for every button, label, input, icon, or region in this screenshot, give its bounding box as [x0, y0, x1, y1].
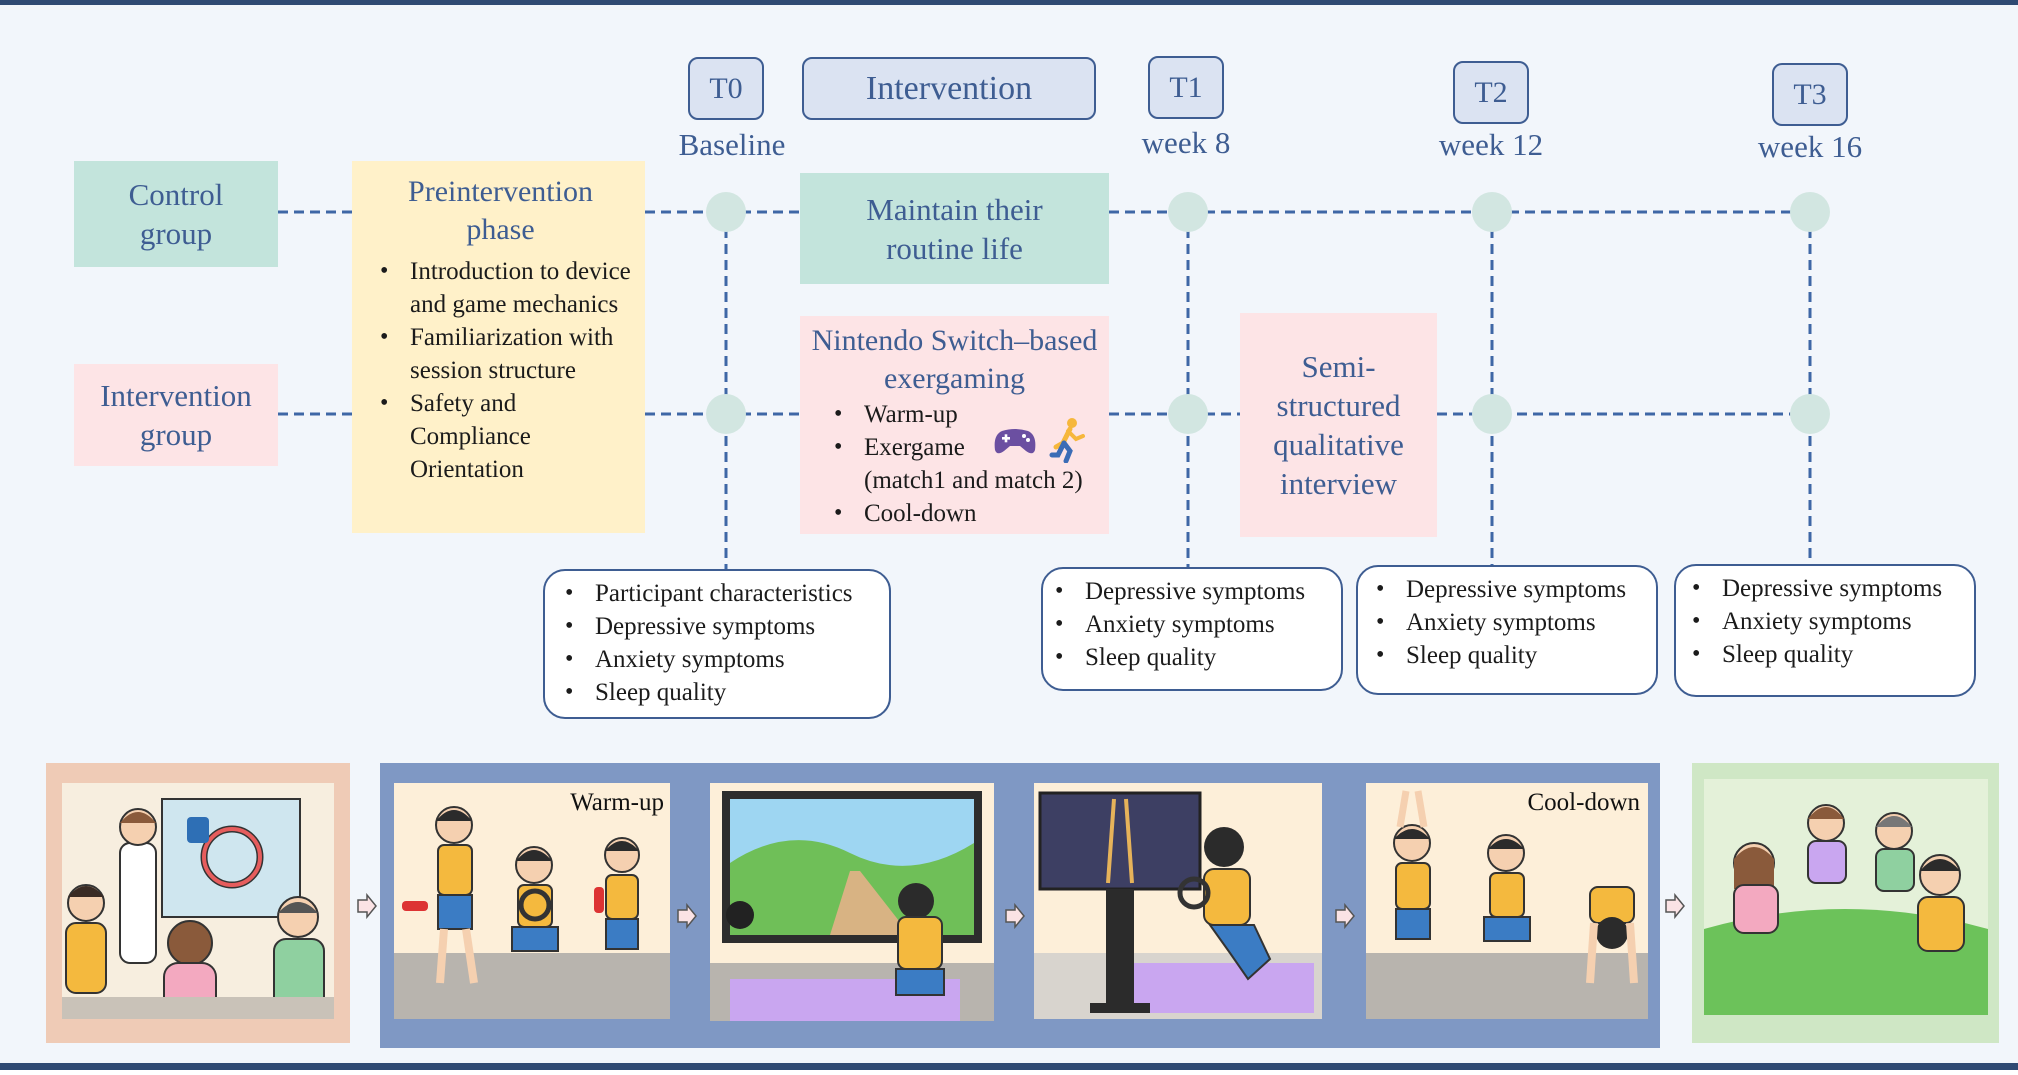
exergaming-item-detail: (match1 and match 2): [864, 467, 1083, 494]
node-t3-control: [1790, 192, 1830, 232]
measure-item: Anxiety symptoms: [1376, 606, 1656, 639]
classroom-illustration: [62, 783, 334, 1019]
timepoint-t2-caption: week 12: [1438, 127, 1544, 162]
interview-label: Semi-structured qualitative interview: [1273, 349, 1404, 501]
timepoint-t3-box: T3: [1772, 63, 1848, 126]
measure-item: Sleep quality: [1692, 638, 1974, 671]
interview-box: Semi-structured qualitative interview: [1240, 313, 1437, 537]
measure-item: Sleep quality: [565, 676, 889, 709]
measure-item: Anxiety symptoms: [565, 643, 889, 676]
cooldown-illustration: Cool-down: [1366, 783, 1648, 1019]
measures-t0-box: Participant characteristics Depressive s…: [543, 569, 891, 719]
measure-item: Sleep quality: [1376, 639, 1656, 672]
measure-item: Sleep quality: [1055, 641, 1341, 674]
arrow-right-icon: [357, 893, 377, 919]
cooldown-label: Cool-down: [1527, 789, 1641, 816]
measure-item: Depressive symptoms: [1692, 572, 1974, 605]
control-activity-label: Maintain their routine life: [866, 191, 1043, 266]
node-t2-intervention: [1472, 394, 1512, 434]
arrow-right-icon: [1665, 893, 1685, 919]
measures-t1-box: Depressive symptoms Anxiety symptoms Sle…: [1041, 567, 1343, 691]
node-t1-intervention: [1168, 394, 1208, 434]
followup-group-illustration: [1704, 779, 1988, 1015]
measure-item: Anxiety symptoms: [1692, 605, 1974, 638]
measure-item: Depressive symptoms: [1055, 575, 1341, 608]
timepoint-t3-caption: week 16: [1757, 129, 1863, 164]
preintervention-title: Preintervention phase: [408, 175, 593, 246]
warmup-label: Warm-up: [570, 789, 664, 816]
gamepad-icon: [994, 429, 1036, 454]
exergaming-item: Warm-up: [834, 398, 1109, 431]
timepoint-t0-box: T0: [688, 57, 764, 120]
node-t0-intervention: [706, 394, 746, 434]
measures-t2-box: Depressive symptoms Anxiety symptoms Sle…: [1356, 565, 1658, 695]
node-t0-control: [706, 192, 746, 232]
measure-item: Depressive symptoms: [565, 610, 889, 643]
preintervention-list: Introduction to device and game mechanic…: [372, 255, 637, 486]
arrow-right-icon: [677, 903, 697, 929]
measures-t3-box: Depressive symptoms Anxiety symptoms Sle…: [1674, 564, 1976, 697]
exergaming-box: Nintendo Switch–based exergaming Warm-up…: [800, 316, 1109, 534]
exergaming-title: Nintendo Switch–based exergaming: [811, 324, 1098, 395]
node-t2-control: [1472, 192, 1512, 232]
timepoint-t1-caption: week 8: [1141, 125, 1231, 160]
exergaming-list: Warm-up Exergame (match1 and match 2) Co…: [800, 398, 1109, 530]
preintervention-item: Safety and Compliance Orientation: [380, 387, 560, 486]
intervention-group-box: Intervention group: [74, 364, 278, 466]
arrow-right-icon: [1335, 903, 1355, 929]
timepoint-t0-caption: Baseline: [678, 127, 786, 162]
warmup-illustration: Warm-up: [394, 783, 670, 1019]
intervention-group-label: Intervention group: [100, 378, 252, 452]
intervention-header: Intervention: [802, 57, 1096, 120]
preintervention-item: Introduction to device and game mechanic…: [380, 255, 637, 321]
running-person-icon: [1049, 418, 1085, 463]
node-t1-control: [1168, 192, 1208, 232]
control-group-box: Control group: [74, 161, 278, 267]
control-group-label: Control group: [128, 177, 224, 251]
exergaming-item: Exergame: [834, 431, 1109, 464]
preintervention-phase-box: Preintervention phase Introduction to de…: [352, 161, 645, 533]
measure-item: Participant characteristics: [565, 577, 889, 610]
measure-item: Anxiety symptoms: [1055, 608, 1341, 641]
exergame-squat-illustration: [1034, 783, 1322, 1019]
preintervention-item: Familiarization with session structure: [380, 321, 637, 387]
node-t3-intervention: [1790, 394, 1830, 434]
timepoint-t1-box: T1: [1148, 56, 1224, 119]
measure-item: Depressive symptoms: [1376, 573, 1656, 606]
exergaming-item: Cool-down: [834, 497, 1109, 530]
timeline-connectors: [278, 192, 1830, 569]
arrow-right-icon: [1005, 903, 1025, 929]
timepoint-t2-box: T2: [1453, 61, 1529, 124]
control-activity-box: Maintain their routine life: [800, 173, 1109, 284]
exergame-tv-illustration: [710, 783, 994, 1021]
